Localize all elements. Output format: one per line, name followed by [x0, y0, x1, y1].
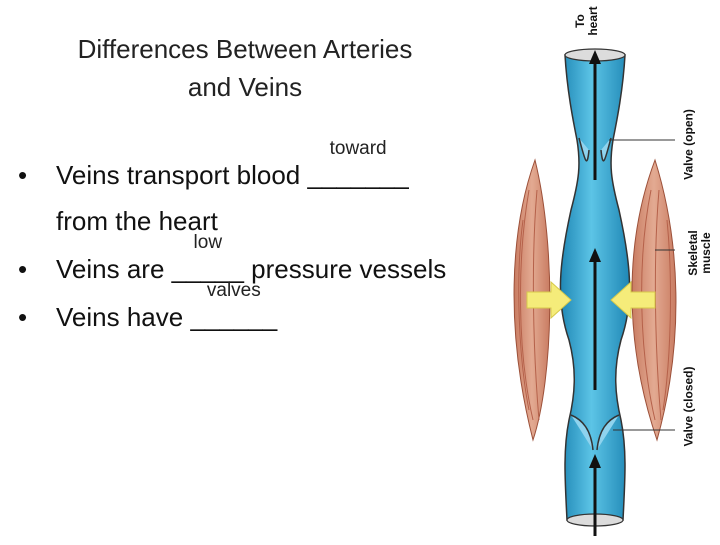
flow-arrow-top-icon	[589, 50, 601, 180]
valve-open	[578, 137, 612, 162]
title-line-2: and Veins	[187, 72, 303, 102]
answer-text: low	[193, 232, 223, 253]
flow-arrow-bottom-icon	[589, 454, 601, 536]
muscle-pressure-arrow-right-icon	[610, 280, 656, 320]
bullet-marker: •	[18, 160, 28, 190]
title-line-1: Differences Between Arteries	[77, 34, 413, 64]
label-valve-closed: Valve (closed)	[681, 366, 696, 447]
flow-arrow-middle-icon	[589, 248, 601, 390]
bullet-text: Veins transport blood	[56, 160, 308, 190]
bullet-marker: •	[18, 302, 28, 332]
answer-blank: low_____	[171, 232, 244, 284]
answer-text: valves	[206, 280, 261, 301]
vein-valve-diagram: To heart Valve (open) Skeletal muscle Va…	[505, 0, 720, 540]
bullet-marker: •	[18, 254, 28, 284]
answer-text: toward	[329, 138, 387, 159]
bullet-text-after: pressure vessels	[243, 254, 447, 284]
label-valve-open: Valve (open)	[681, 109, 696, 180]
bullet-text: Veins are	[56, 254, 172, 284]
label-to-heart: To heart	[573, 6, 600, 36]
vein-illustration	[513, 48, 677, 536]
label-skeletal-muscle: Skeletal muscle	[686, 230, 713, 276]
slide-title: Differences Between Arteries and Veins	[40, 30, 450, 106]
answer-blank: toward_______	[307, 138, 409, 190]
bullet-text: Veins have	[56, 302, 191, 332]
answer-blank: valves______	[190, 280, 278, 332]
muscle-pressure-arrow-left-icon	[526, 280, 572, 320]
valve-closed	[570, 414, 620, 451]
bullet-text: from the heart	[56, 206, 218, 236]
